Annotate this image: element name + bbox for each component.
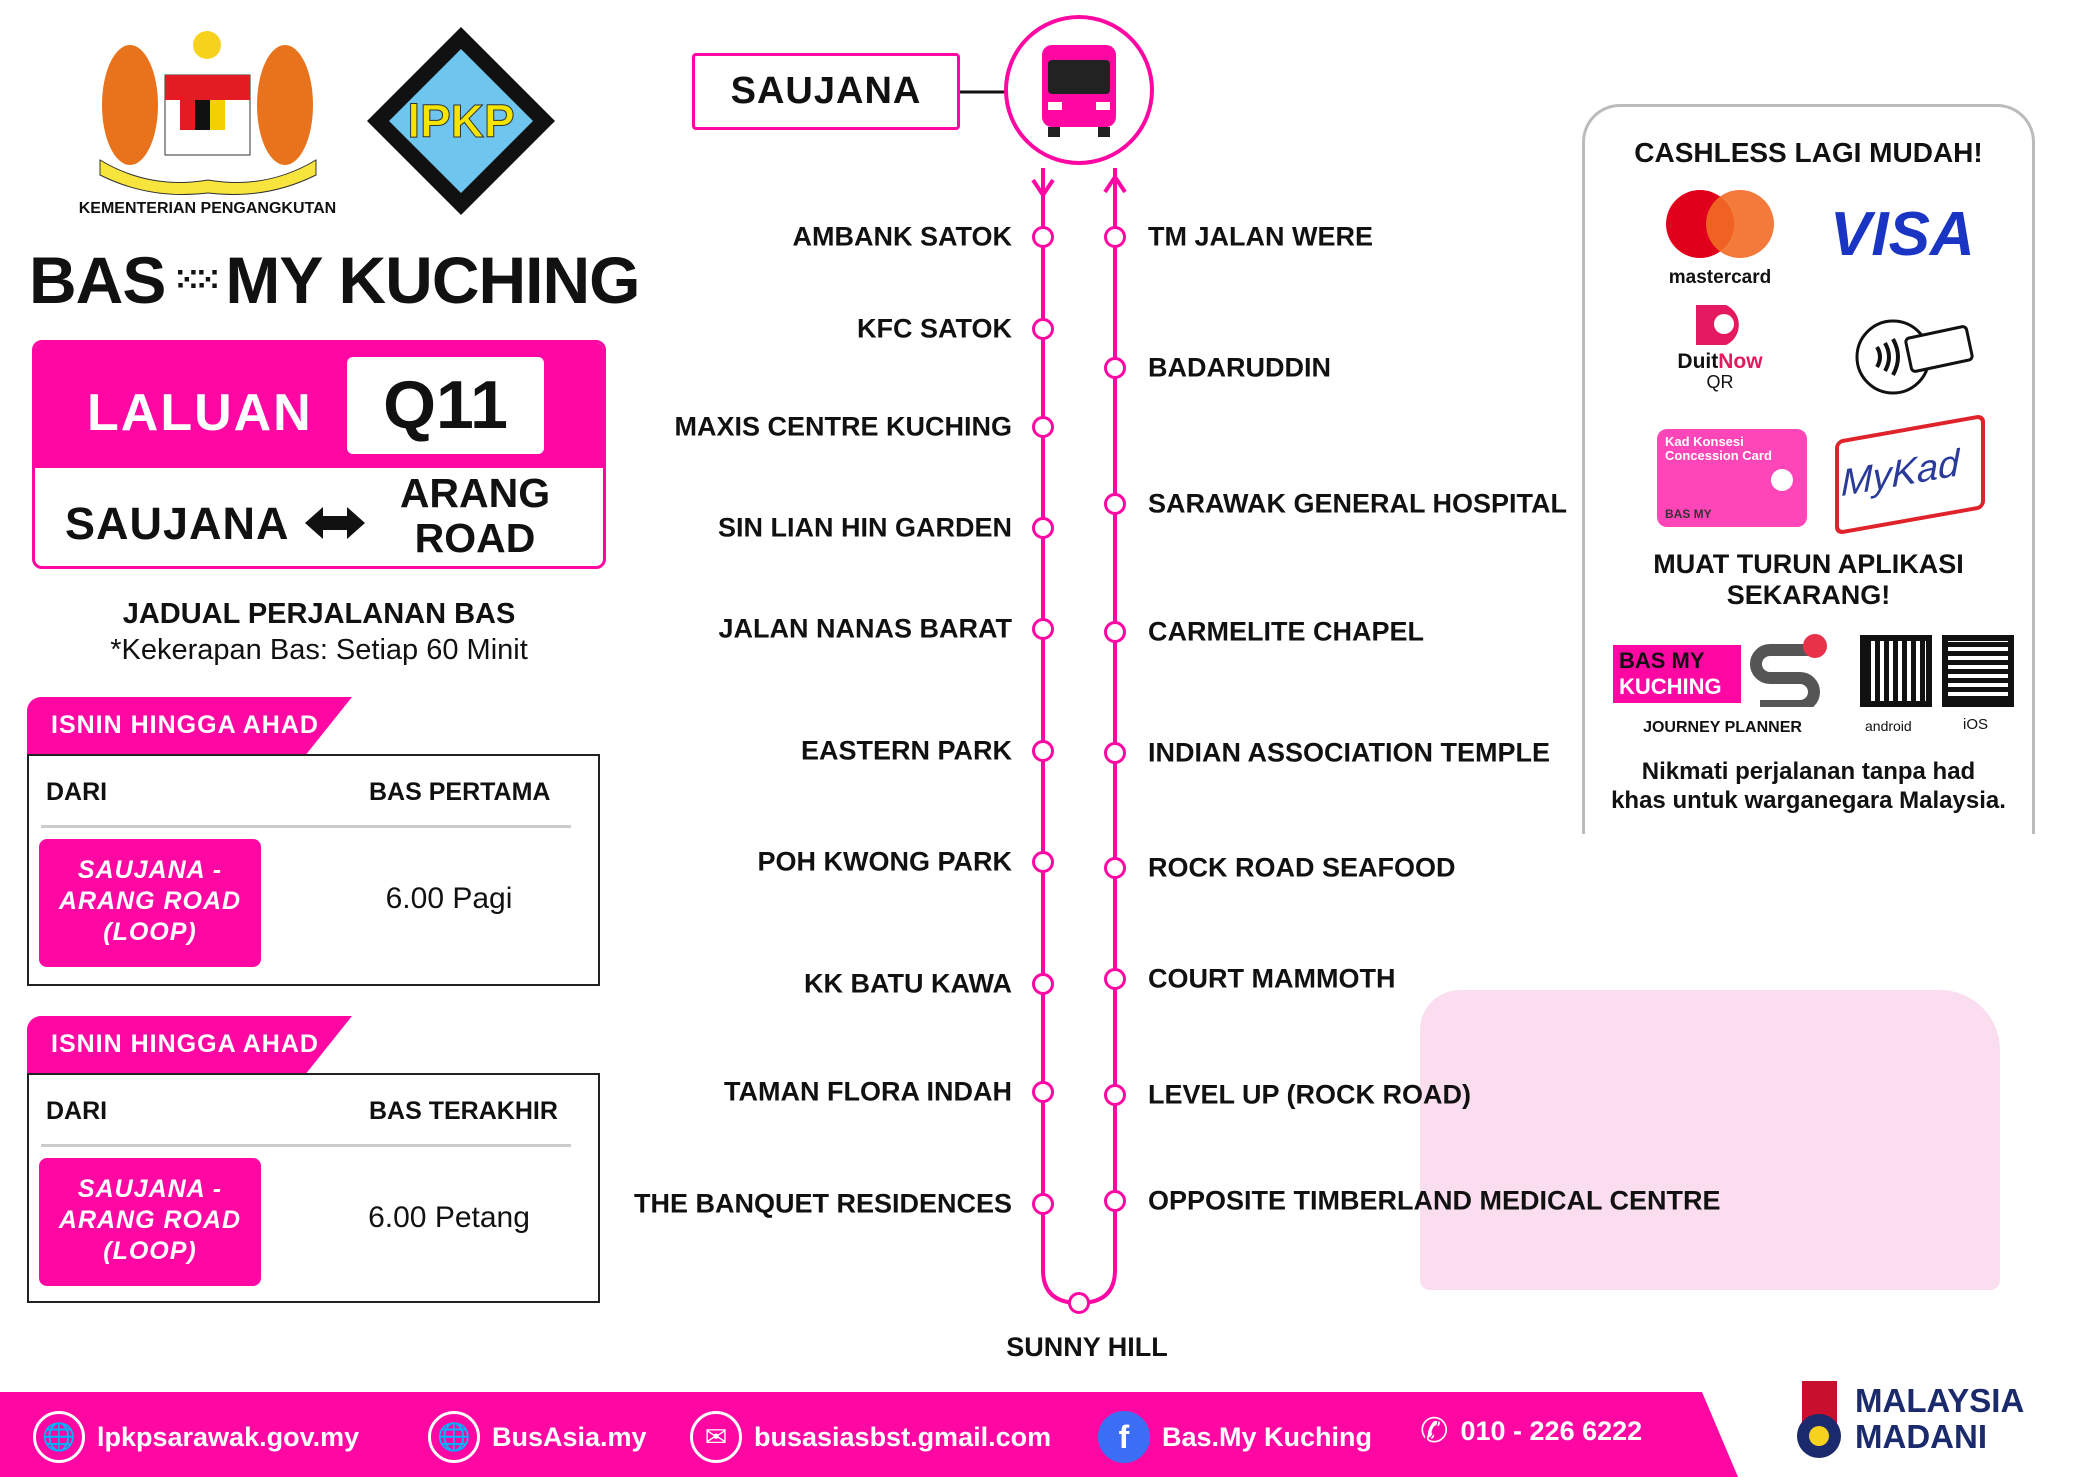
mastercard-logo: mastercard <box>1660 187 1780 289</box>
bus-icon <box>1004 15 1154 165</box>
stop-outbound: SIN LIAN HIN GARDEN <box>717 512 1012 543</box>
route-button[interactable]: SAUJANA -ARANG ROAD(LOOP) <box>39 839 261 967</box>
stop-outbound: THE BANQUET RESIDENCES <box>633 1188 1012 1219</box>
stop-inbound: INDIAN ASSOCIATION TEMPLE <box>1148 737 1551 768</box>
road-icon <box>1745 632 1830 712</box>
origin-label: SAUJANA <box>692 53 960 130</box>
stop-inbound: TM JALAN WERE <box>1148 221 1373 252</box>
first-bus-time: 6.00 Pagi <box>385 882 513 915</box>
stop-dot <box>1104 357 1126 379</box>
dots-icon: ⁙⁙ <box>174 263 220 297</box>
cashless-title: CASHLESS LAGI MUDAH! <box>1634 137 1983 168</box>
stop-dot <box>1032 851 1054 873</box>
busasia-link[interactable]: 🌐BusAsia.my <box>428 1411 647 1463</box>
stop-inbound: LEVEL UP (ROCK ROAD) <box>1148 1079 1472 1110</box>
stop-inbound: ROCK ROAD SEAFOOD <box>1148 852 1456 883</box>
stop-dot <box>1104 857 1126 879</box>
journey-planner-label: JOURNEY PLANNER <box>1643 719 1802 736</box>
stop-inbound: CARMELITE CHAPEL <box>1148 616 1424 647</box>
stop-dot <box>1032 1193 1054 1215</box>
col-time: BAS PERTAMA <box>369 778 551 806</box>
stop-dot <box>1104 1190 1126 1212</box>
lpkp-logo: lPKP <box>367 27 555 215</box>
stop-dot <box>1032 618 1054 640</box>
globe-icon: 🌐 <box>33 1411 85 1463</box>
col-from: DARI <box>46 778 108 806</box>
envelope-icon: ✉ <box>690 1411 742 1463</box>
laluan-label: LALUAN <box>87 384 313 442</box>
route-code: Q11 <box>347 357 544 454</box>
coat-of-arms-logo <box>90 20 325 195</box>
stop-outbound: EASTERN PARK <box>800 735 1012 766</box>
ios-qr-code[interactable] <box>1942 635 2014 707</box>
route-to: ARANG ROAD <box>399 470 551 561</box>
duitnow-logo: DuitNow QR <box>1660 299 1780 393</box>
stop-outbound: TAMAN FLORA INDAH <box>724 1076 1012 1107</box>
ministry-name: KEMENTERIAN PENGANGKUTAN <box>78 200 337 217</box>
stop-outbound: KFC SATOK <box>857 313 1012 344</box>
svg-text:lPKP: lPKP <box>407 95 514 147</box>
stop-dot <box>1032 318 1054 340</box>
stop-outbound: KK BATU KAWA <box>804 968 1012 999</box>
terminus-label: SUNNY HILL <box>1006 1332 1168 1362</box>
stop-dot <box>1104 742 1126 764</box>
phone-icon: ✆ <box>1420 1412 1449 1450</box>
brand-left: BAS <box>29 243 166 317</box>
bidirectional-arrow-icon <box>305 503 365 548</box>
stop-dot <box>1032 517 1054 539</box>
facebook-icon: f <box>1098 1411 1150 1463</box>
last-bus-time: 6.00 Petang <box>368 1201 530 1234</box>
stop-dot <box>1104 493 1126 515</box>
stop-dot <box>1104 621 1126 643</box>
stop-outbound: AMBANK SATOK <box>792 221 1013 252</box>
terminus-dot <box>1068 1292 1090 1314</box>
email-link[interactable]: ✉busasiasbst.gmail.com <box>690 1411 1051 1463</box>
brand-right: MY KUCHING <box>225 243 640 317</box>
schedule-title: JADUAL PERJALANAN BAS <box>122 598 516 630</box>
visa-logo: VISA <box>1830 200 1975 269</box>
phone-link[interactable]: ✆010 - 226 6222 <box>1420 1412 1643 1450</box>
col-time: BAS TERAKHIR <box>369 1097 558 1125</box>
route-box: LALUAN Q11 SAUJANA ARANG ROAD <box>32 340 606 569</box>
stop-outbound: JALAN NANAS BARAT <box>718 613 1013 644</box>
android-label: android <box>1865 718 1912 734</box>
stop-dot <box>1032 740 1054 762</box>
stop-dot <box>1032 226 1054 248</box>
ios-label: iOS <box>1963 716 1989 733</box>
www-globe-icon: 🌐 <box>428 1411 480 1463</box>
stop-dot <box>1104 226 1126 248</box>
stop-inbound: OPPOSITE TIMBERLAND MEDICAL CENTRE <box>1148 1185 1721 1216</box>
android-qr-code[interactable] <box>1860 635 1932 707</box>
route-button[interactable]: SAUJANA -ARANG ROAD(LOOP) <box>39 1158 261 1286</box>
col-from: DARI <box>46 1097 108 1125</box>
footer-bar <box>0 1392 1738 1477</box>
mykad-logo: MyKad <box>1835 413 1985 536</box>
stop-outbound: POH KWONG PARK <box>757 846 1013 877</box>
stop-dot <box>1032 973 1054 995</box>
stop-inbound: BADARUDDIN <box>1148 352 1331 383</box>
cashless-panel: CASHLESS LAGI MUDAH! mastercard VISA Dui… <box>1582 104 2035 834</box>
route-from: SAUJANA <box>65 498 290 549</box>
stop-dot <box>1104 968 1126 990</box>
stop-dot <box>1032 1081 1054 1103</box>
stop-dot <box>1104 1084 1126 1106</box>
stop-inbound: SARAWAK GENERAL HOSPITAL <box>1148 488 1568 519</box>
contactless-payment-icon <box>1853 317 1978 402</box>
stop-outbound: MAXIS CENTRE KUCHING <box>674 411 1012 442</box>
brand-title: BAS ⁙⁙ MY KUCHING <box>29 242 641 318</box>
first-bus-table: DARI BAS PERTAMA SAUJANA -ARANG ROAD(LOO… <box>27 754 600 986</box>
stop-inbound: COURT MAMMOTH <box>1148 963 1396 994</box>
days-tab: ISNIN HINGGA AHAD <box>27 1016 352 1073</box>
last-bus-table: DARI BAS TERAKHIR SAUJANA -ARANG ROAD(LO… <box>27 1073 600 1303</box>
stop-dot <box>1032 416 1054 438</box>
website-link[interactable]: 🌐lpkpsarawak.gov.my <box>33 1411 359 1463</box>
frequency-note: *Kekerapan Bas: Setiap 60 Minit <box>110 634 528 666</box>
days-tab: ISNIN HINGGA AHAD <box>27 697 352 754</box>
